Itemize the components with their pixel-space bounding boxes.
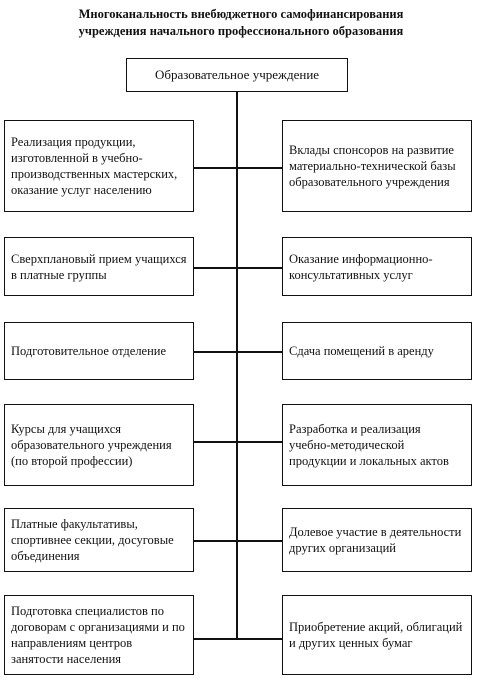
top-box-label: Образовательное учреждение (154, 67, 320, 82)
right-box-2: Оказание информационно-консультативных у… (282, 237, 472, 296)
right-box-4-text: Разработка и реализация учебно-методичес… (289, 422, 449, 468)
connector-right-2 (236, 267, 282, 269)
left-box-3-text: Подготовительное отделение (11, 344, 167, 358)
left-box-3: Подготовительное отделение (4, 322, 194, 380)
right-box-6-text: Приобретение акций, облигаций и других ц… (289, 620, 463, 650)
right-box-2-text: Оказание информационно-консультативных у… (289, 251, 433, 282)
right-box-5: Долевое участие в деятельности других ор… (282, 508, 472, 572)
left-box-2: Сверхплановый прием учащихся в платные г… (4, 237, 194, 296)
central-trunk-line (236, 92, 238, 639)
left-box-5: Платные факультативы, спортивнее секции,… (4, 508, 194, 572)
right-box-5-text: Долевое участие в деятельности других ор… (289, 525, 462, 555)
left-box-4-text: Курсы для учащихся образовательного учре… (11, 422, 172, 468)
connector-right-5 (236, 540, 282, 542)
right-box-3-text: Сдача помещений в аренду (289, 344, 434, 358)
connector-right-3 (236, 351, 282, 353)
left-box-1: Реализация продукции, изготовленной в уч… (4, 120, 194, 212)
left-box-1-text: Реализация продукции, изготовленной в уч… (11, 135, 178, 197)
top-box-institution: Образовательное учреждение (126, 58, 348, 92)
right-box-3: Сдача помещений в аренду (282, 322, 472, 380)
left-box-2-text: Сверхплановый прием учащихся в платные г… (11, 251, 187, 282)
connector-right-4 (236, 441, 282, 443)
connector-left-1 (194, 167, 236, 169)
left-box-4: Курсы для учащихся образовательного учре… (4, 404, 194, 486)
connector-right-1 (236, 167, 282, 169)
connector-left-4 (194, 441, 236, 443)
connector-right-6 (236, 638, 282, 640)
right-box-6: Приобретение акций, облигаций и других ц… (282, 595, 472, 675)
right-box-1: Вклады спонсоров на развитие материально… (282, 120, 472, 212)
title-line-1: Многоканальность внебюджетного самофинан… (78, 7, 404, 21)
diagram-title: Многоканальность внебюджетного самофинан… (0, 6, 482, 40)
right-box-1-text: Вклады спонсоров на развитие материально… (289, 143, 456, 189)
right-box-4: Разработка и реализация учебно-методичес… (282, 404, 472, 486)
left-box-6: Подготовка специалистов по договорам с о… (4, 595, 194, 675)
left-box-5-text: Платные факультативы, спортивнее секции,… (11, 517, 174, 563)
connector-left-3 (194, 351, 236, 353)
title-line-2: учреждения начального профессионального … (78, 24, 404, 38)
left-box-6-text: Подготовка специалистов по договорам с о… (11, 604, 185, 666)
connector-left-5 (194, 540, 236, 542)
connector-left-6 (194, 638, 236, 640)
connector-left-2 (194, 267, 236, 269)
